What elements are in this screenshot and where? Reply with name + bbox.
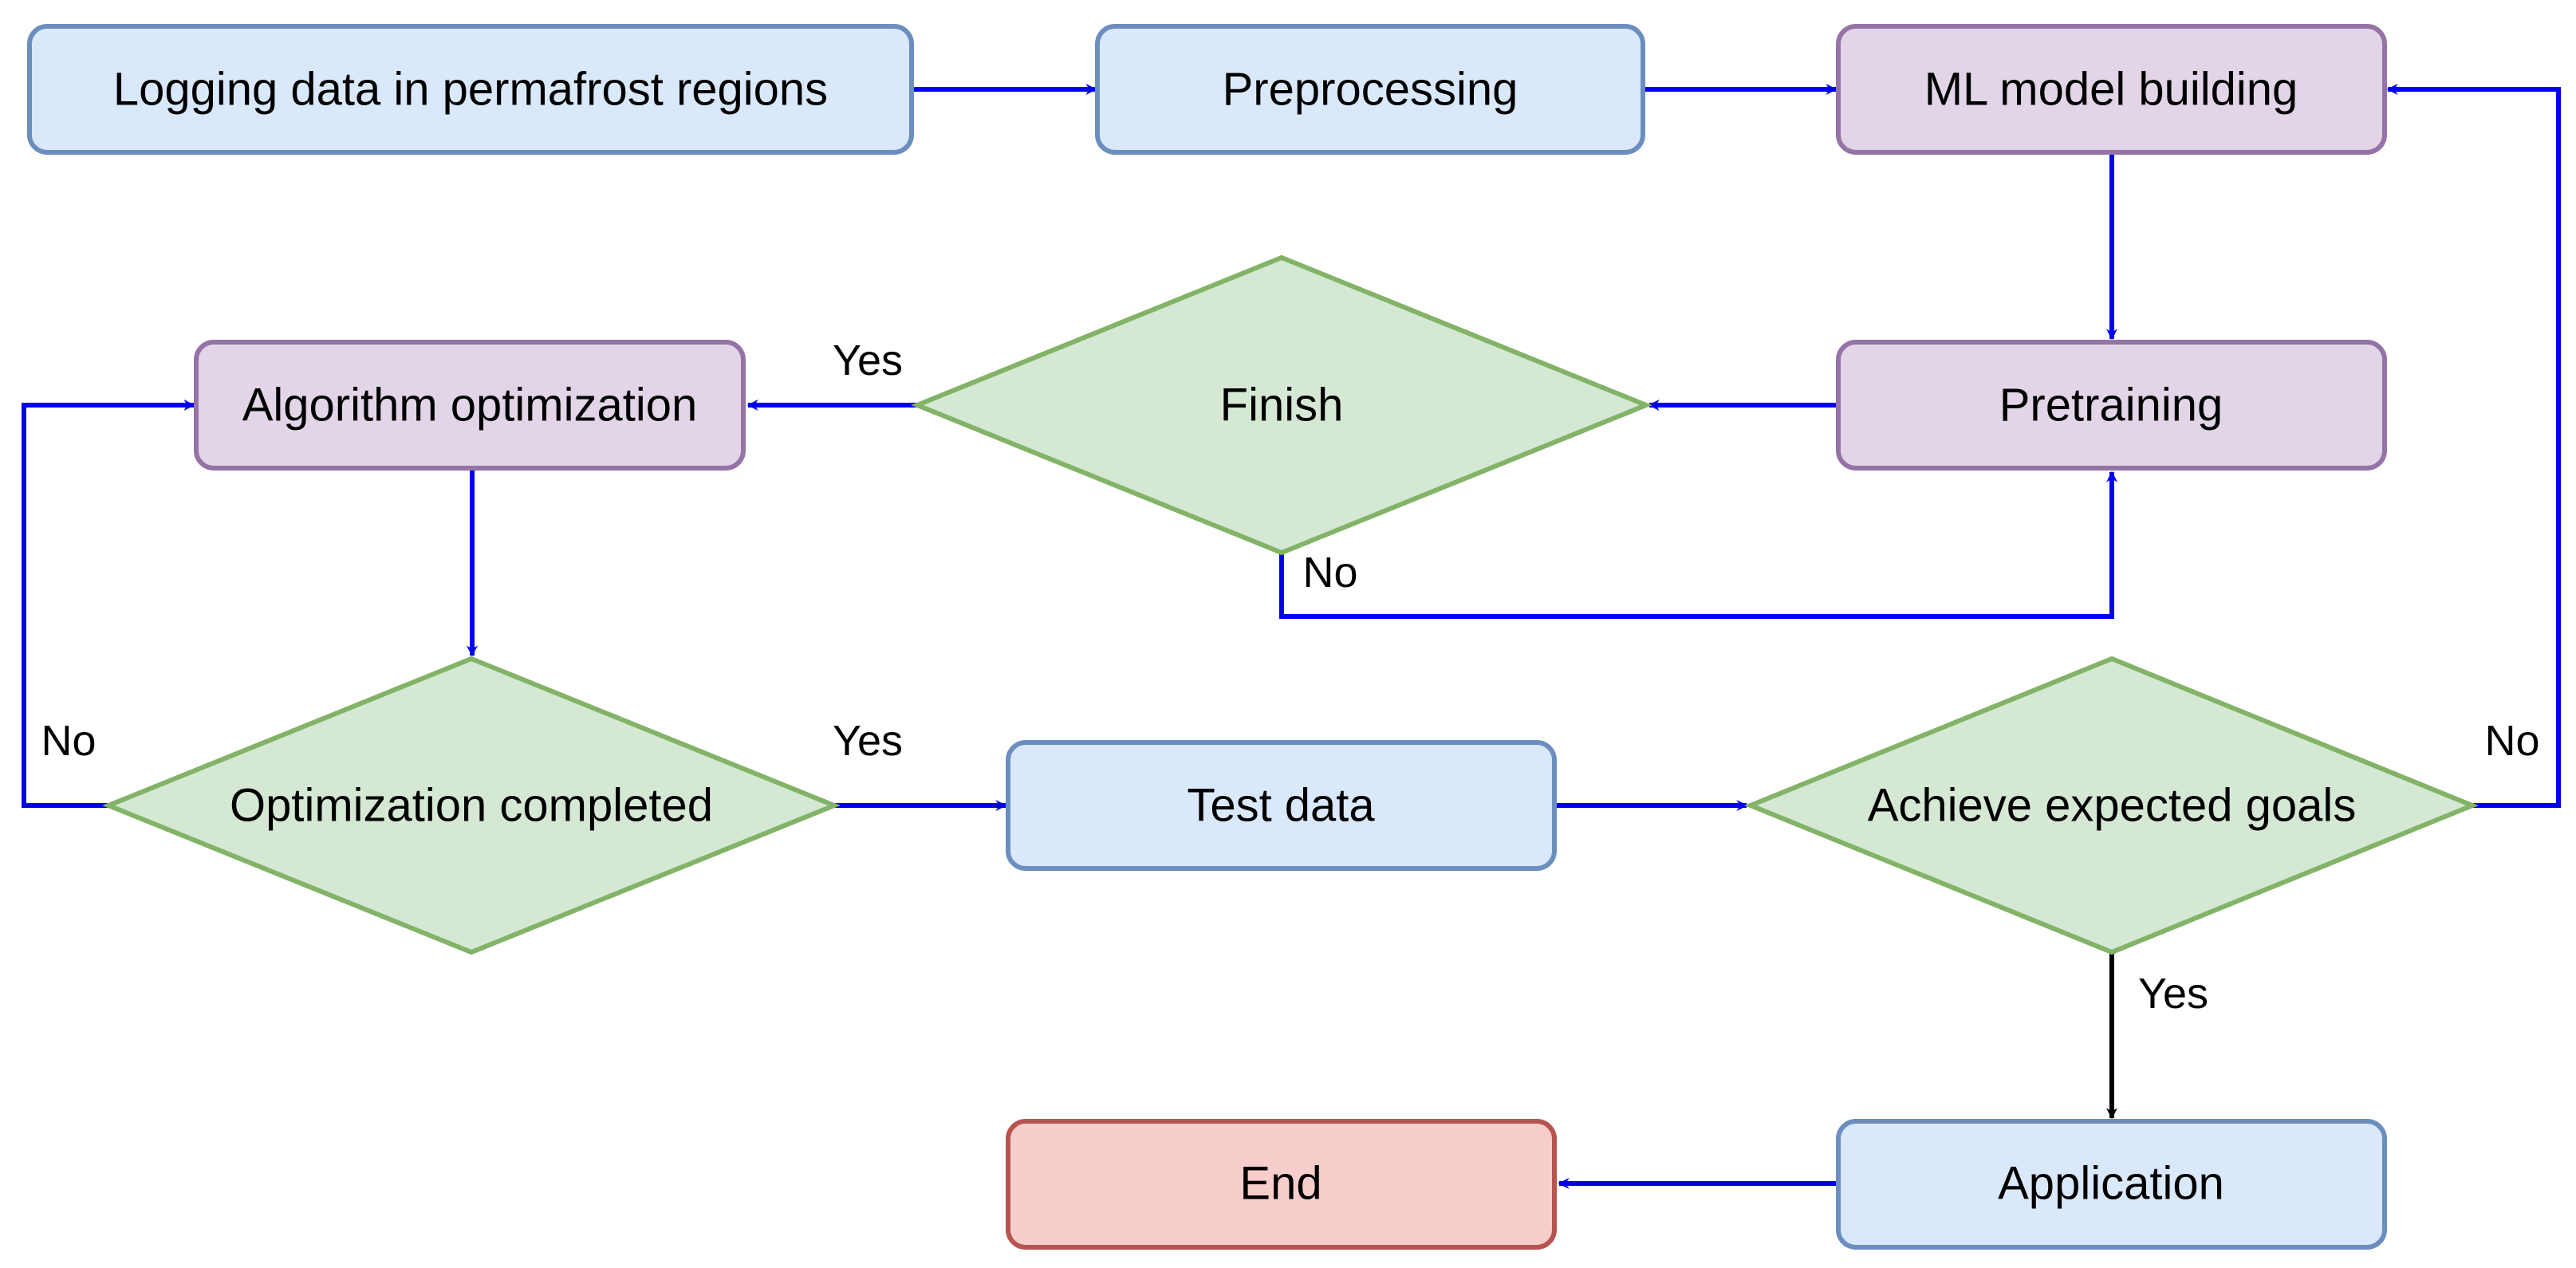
node-application-box [1836, 1119, 2387, 1250]
node-algorithm-opt-label: Algorithm optimization [242, 380, 698, 431]
edge-labels: Yes No No Yes No Yes [41, 337, 2539, 1018]
finish-no-label: No [1302, 549, 1357, 597]
node-opt-completed: Optimization completed [101, 656, 841, 955]
node-preprocessing-label: Preprocessing [1223, 64, 1518, 116]
node-end: End [1006, 1119, 1557, 1250]
node-preprocessing: Preprocessing [1095, 24, 1645, 155]
node-logging-label: Logging data in permafrost regions [113, 64, 828, 116]
node-logging-box [27, 24, 914, 155]
node-finish: Finish [911, 254, 1652, 556]
node-ml-model: ML model building [1836, 24, 2387, 155]
node-pretraining-box [1836, 340, 2387, 471]
node-test-data-box [1006, 740, 1557, 871]
edge-opt-no-to-algorithm [22, 400, 195, 808]
node-preprocessing-box [1095, 24, 1645, 155]
node-ml-model-label: ML model building [1924, 64, 2298, 116]
opt-yes-label: Yes [833, 717, 903, 765]
node-test-data-label: Test data [1187, 780, 1375, 832]
node-opt-completed-diamond [101, 656, 841, 955]
node-end-label: End [1239, 1158, 1321, 1210]
node-application: Application [1836, 1119, 2387, 1250]
node-opt-completed-label: Optimization completed [230, 780, 713, 832]
edges [22, 84, 2561, 1189]
goals-yes-label: Yes [2138, 970, 2208, 1018]
node-end-box [1006, 1119, 1557, 1250]
node-algorithm-opt: Algorithm optimization [194, 340, 746, 471]
edge-finish-no-to-pretraining [1279, 471, 2117, 619]
node-algorithm-opt-box [194, 340, 746, 471]
node-application-label: Application [1998, 1158, 2224, 1210]
node-achieve-goals-diamond [1744, 656, 2479, 955]
node-achieve-goals-label: Achieve expected goals [1868, 780, 2357, 832]
finish-yes-label: Yes [833, 337, 903, 384]
node-test-data: Test data [1006, 740, 1557, 871]
node-logging: Logging data in permafrost regions [27, 24, 914, 155]
node-ml-model-box [1836, 24, 2387, 155]
node-pretraining-label: Pretraining [1999, 380, 2223, 431]
node-achieve-goals: Achieve expected goals [1744, 656, 2479, 955]
goals-no-label: No [2484, 717, 2539, 765]
edge-goals-no-to-ml-model [2386, 84, 2561, 808]
node-finish-label: Finish [1220, 380, 1344, 431]
node-pretraining: Pretraining [1836, 340, 2387, 471]
node-finish-diamond [911, 254, 1652, 556]
opt-no-label: No [41, 717, 96, 765]
